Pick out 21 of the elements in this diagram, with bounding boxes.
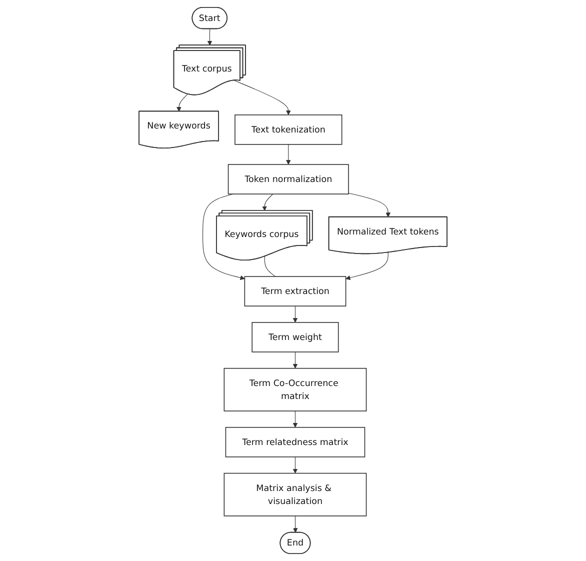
arrow bbox=[346, 252, 388, 280]
arrow bbox=[292, 516, 298, 533]
arrow bbox=[348, 192, 390, 218]
node-box: Token normalization bbox=[228, 164, 349, 194]
arrow bbox=[234, 80, 291, 116]
arrow bbox=[292, 352, 298, 369]
node-box: Term relatedness matrix bbox=[225, 426, 366, 458]
arrow bbox=[292, 410, 298, 428]
arrow bbox=[292, 456, 298, 474]
arrow bbox=[207, 28, 212, 46]
arrow bbox=[262, 194, 274, 211]
node-box: Text tokenization bbox=[234, 114, 342, 145]
arrow bbox=[202, 194, 245, 280]
arrow bbox=[292, 306, 298, 323]
node-box: Term extraction bbox=[244, 276, 346, 306]
connector bbox=[264, 256, 276, 277]
node-box: Term Co-Occurrence matrix bbox=[224, 368, 367, 412]
arrow bbox=[286, 144, 291, 165]
node-box: Term weight bbox=[252, 322, 339, 352]
node-box: Matrix analysis & visualization bbox=[224, 472, 367, 516]
arrow bbox=[176, 94, 188, 112]
